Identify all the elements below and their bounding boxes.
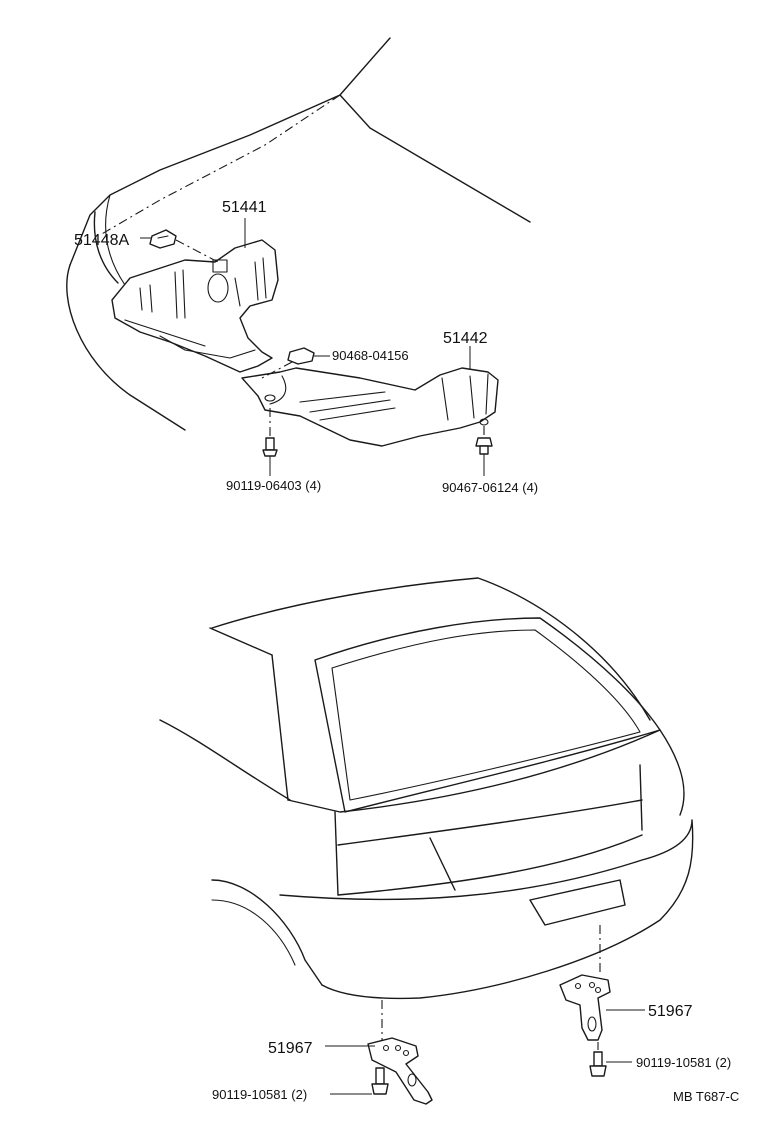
dash-nut-to-cover [261, 361, 293, 379]
label-90468-04156: 90468-04156 [332, 348, 409, 363]
bolt-90119-10581-left [371, 1067, 389, 1095]
label-90119-10581-left: 90119-10581 (2) [212, 1087, 307, 1102]
label-90119-06403: 90119-06403 (4) [226, 478, 321, 493]
reference-code: MB T687-C [673, 1089, 739, 1104]
under-cover-51442 [241, 367, 499, 447]
bolt-90119-10581-right [589, 1042, 607, 1077]
clip-51448a [149, 229, 177, 249]
label-51967-left: 51967 [268, 1040, 313, 1057]
label-51967-right: 51967 [648, 1003, 693, 1020]
bolt-90467-06124 [475, 426, 493, 455]
label-51442: 51442 [443, 330, 488, 347]
dash-51448a-to-cover [175, 239, 219, 263]
label-51448a: 51448A [74, 232, 129, 249]
label-51441: 51441 [222, 199, 267, 216]
label-90467-06124: 90467-06124 (4) [442, 480, 538, 495]
rear-car-body [159, 577, 694, 1000]
bolt-90119-06403 [262, 408, 278, 457]
bracket-51967-right [559, 974, 611, 1041]
label-90119-10581-right: 90119-10581 (2) [636, 1055, 731, 1070]
bracket-51967-left [367, 1037, 433, 1105]
front-car-body [66, 37, 531, 431]
under-cover-51441 [111, 239, 279, 373]
nut-90468-04156 [287, 347, 315, 365]
